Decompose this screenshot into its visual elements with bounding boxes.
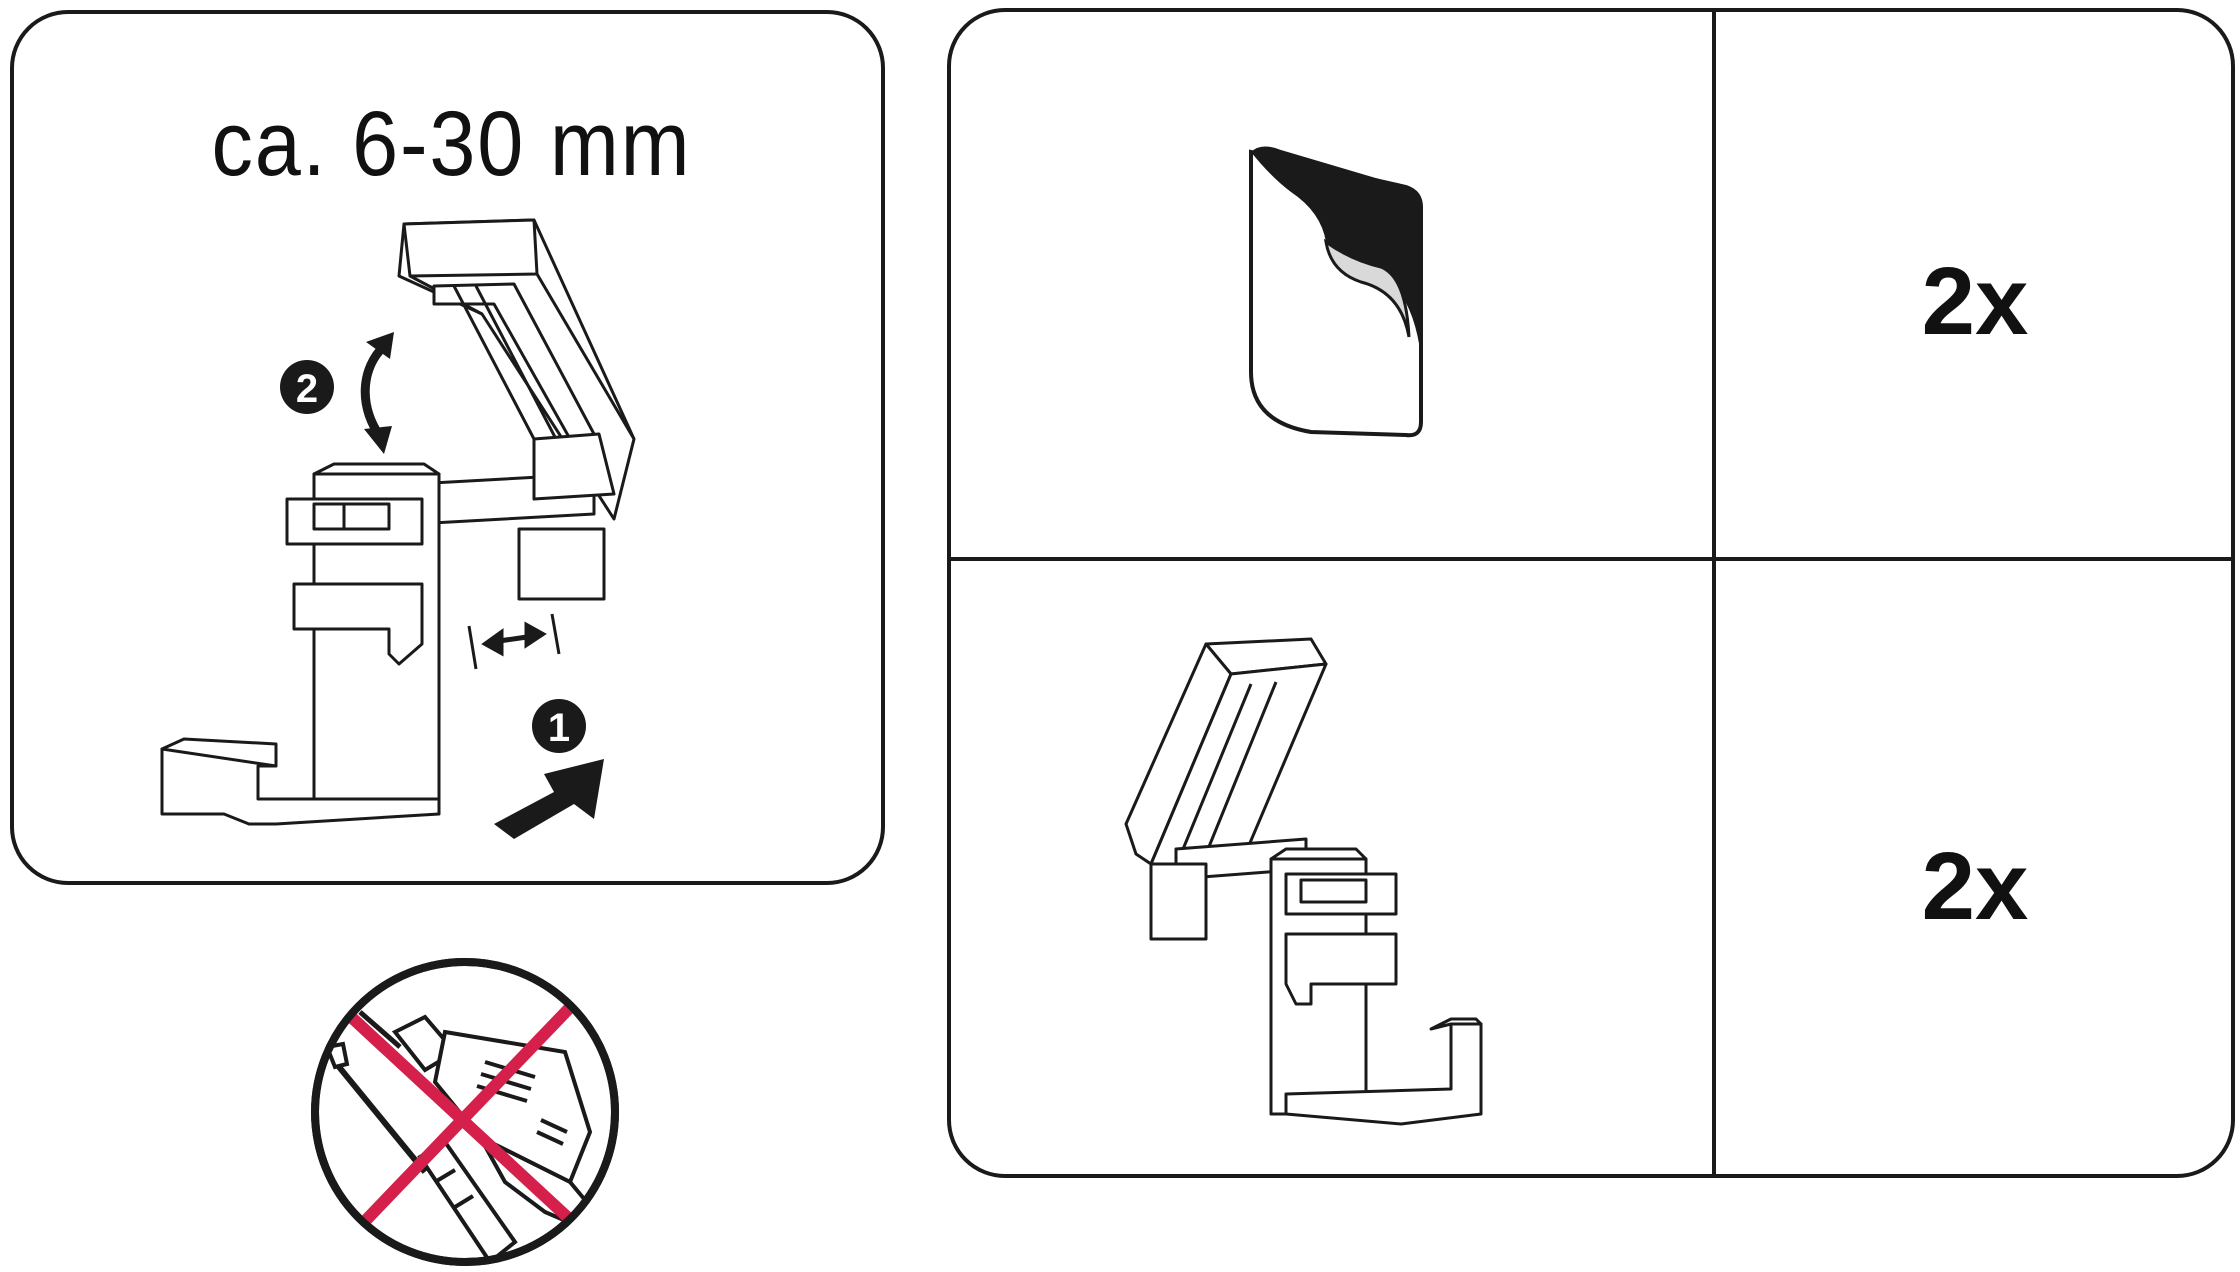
- grid-divider-vertical: [1712, 12, 1716, 1174]
- step-1-label: 1: [548, 706, 570, 750]
- adhesive-pad-quantity: 2x: [1921, 248, 2029, 355]
- grid-divider-horizontal: [951, 557, 2231, 561]
- clamp-installation-illustration: 2 1: [160, 218, 636, 839]
- adhesive-pad-icon: [1249, 146, 1423, 438]
- clamp-range-label: ca. 6-30 mm: [211, 93, 692, 195]
- no-drilling-icon: [311, 958, 619, 1266]
- rotate-arrow-icon: [360, 332, 394, 454]
- step-marker-1: 1: [532, 699, 586, 753]
- clamp-bracket-icon: [1124, 637, 1483, 1126]
- installation-panel: ca. 6-30 mm: [10, 10, 885, 885]
- prohibition-cross-icon: [330, 992, 610, 1257]
- push-arrow-icon: [494, 759, 604, 839]
- clamp-bracket-quantity: 2x: [1921, 833, 2029, 940]
- contents-panel: 2x 2x: [947, 8, 2235, 1178]
- width-arrow-icon: [467, 613, 561, 670]
- step-marker-2: 2: [280, 360, 334, 414]
- step-2-label: 2: [296, 367, 318, 411]
